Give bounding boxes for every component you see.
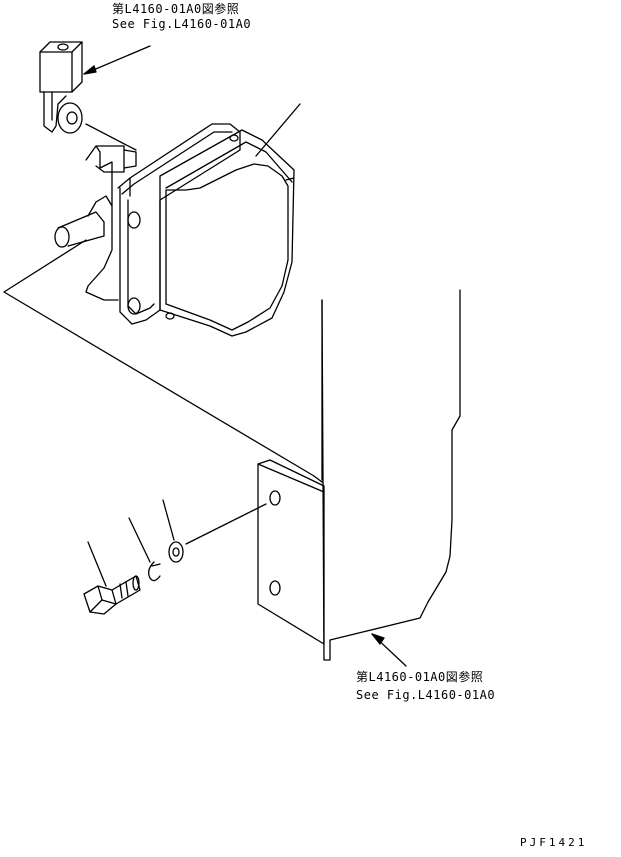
reference-callout-bottom-jp: 第L4160-01A0図参照 <box>356 670 484 684</box>
frame-outline <box>3 239 461 661</box>
connector-axis-line <box>85 123 137 151</box>
relay-box-leader <box>255 103 301 157</box>
reference-leader-bottom <box>371 633 407 667</box>
bolt-leader <box>87 541 107 587</box>
flat-washer-leader <box>162 499 175 541</box>
spring-washer <box>128 517 161 582</box>
reference-callout-top-jp: 第L4160-01A0図参照 <box>112 2 240 16</box>
mounting-bracket <box>257 459 325 645</box>
reference-callout-bottom-en: See Fig.L4160-01A0 <box>356 688 496 702</box>
flat-washer <box>162 499 184 563</box>
spring-washer-leader <box>128 517 151 563</box>
connector <box>39 41 83 134</box>
drawing-code: PJF1421 <box>520 836 588 849</box>
reference-callout-top-en: See Fig.L4160-01A0 <box>112 17 252 31</box>
bolt <box>83 541 141 615</box>
relay-box <box>54 123 295 337</box>
reference-leader-top <box>83 45 151 75</box>
fastener-axis-line <box>185 503 267 545</box>
